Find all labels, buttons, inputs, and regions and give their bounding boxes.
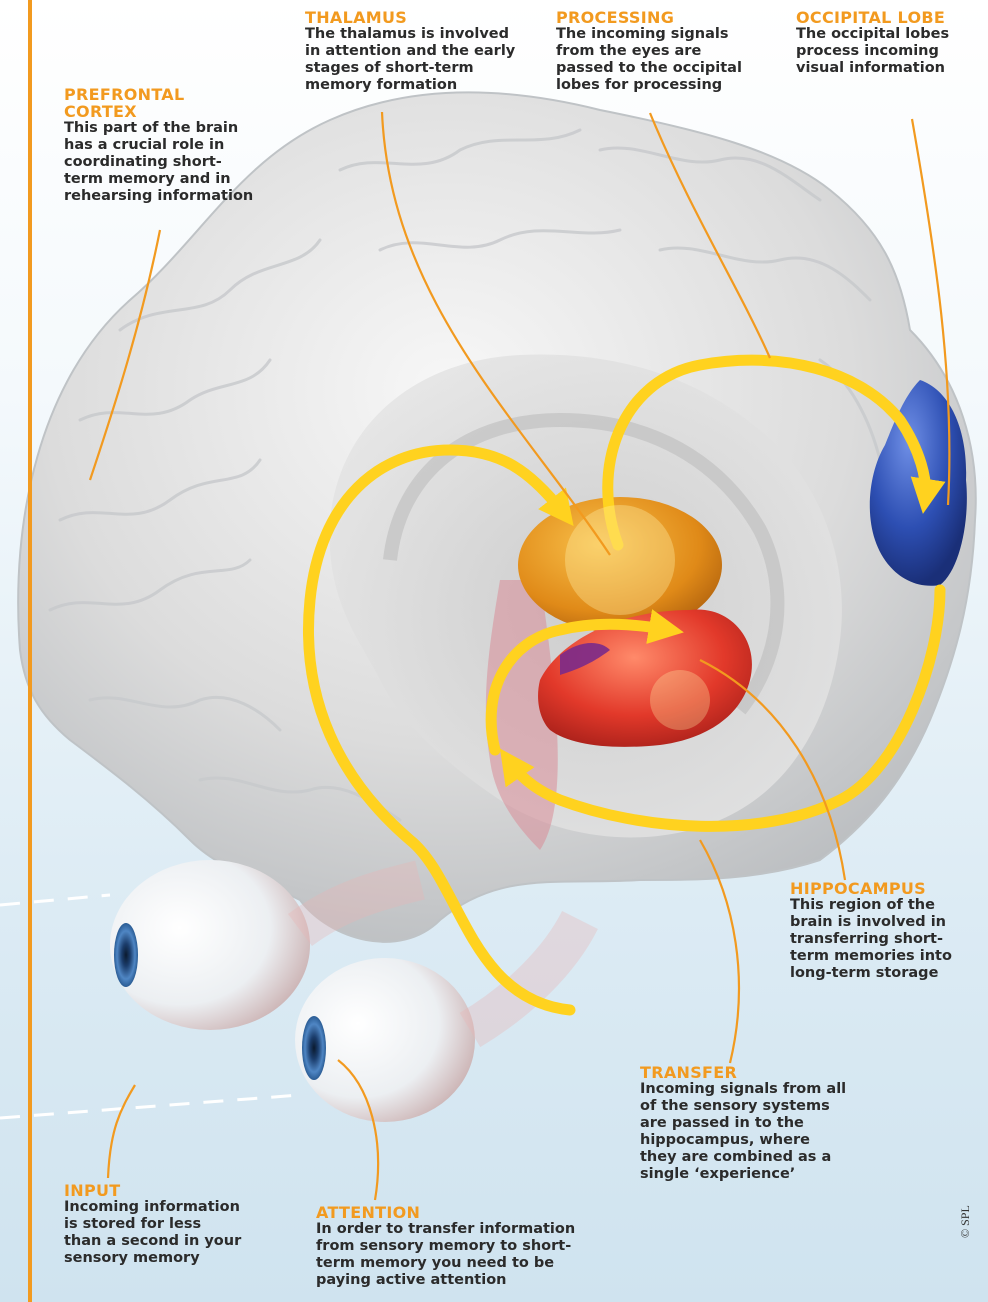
transfer-body: Incoming signals from all of the sensory… xyxy=(640,1081,870,1183)
thalamus-body: The thalamus is involved in attention an… xyxy=(305,26,535,94)
label-transfer: TRANSFER Incoming signals from all of th… xyxy=(640,1064,870,1183)
label-processing: PROCESSING The incoming signals from the… xyxy=(556,9,766,94)
brain-illustration xyxy=(18,93,976,942)
leader-input xyxy=(108,1085,135,1178)
label-attention: ATTENTION In order to transfer informati… xyxy=(316,1204,596,1289)
input-body: Incoming information is stored for less … xyxy=(64,1199,264,1267)
label-occipital-lobe: OCCIPITAL LOBE The occipital lobes proce… xyxy=(796,9,986,77)
processing-heading: PROCESSING xyxy=(556,9,766,26)
processing-body: The incoming signals from the eyes are p… xyxy=(556,26,766,94)
left-iris-icon xyxy=(114,923,138,987)
label-thalamus: THALAMUS The thalamus is involved in att… xyxy=(305,9,535,94)
hippocampus-body: This region of the brain is involved in … xyxy=(790,897,970,982)
label-hippocampus: HIPPOCAMPUS This region of the brain is … xyxy=(790,880,970,982)
prefrontal-cortex-body: This part of the brain has a crucial rol… xyxy=(64,120,274,205)
label-input: INPUT Incoming information is stored for… xyxy=(64,1182,264,1267)
attention-heading: ATTENTION xyxy=(316,1204,596,1221)
occipital-lobe-heading: OCCIPITAL LOBE xyxy=(796,9,986,26)
thalamus-heading: THALAMUS xyxy=(305,9,535,26)
transfer-heading: TRANSFER xyxy=(640,1064,870,1081)
photo-credit: © SPL xyxy=(958,1198,973,1238)
occipital-lobe-body: The occipital lobes process incoming vis… xyxy=(796,26,986,77)
left-eye xyxy=(110,860,310,1030)
right-iris-icon xyxy=(302,1016,326,1080)
hippocampus-heading: HIPPOCAMPUS xyxy=(790,880,970,897)
input-dashed-line-bottom xyxy=(0,1095,300,1118)
attention-body: In order to transfer information from se… xyxy=(316,1221,596,1289)
prefrontal-cortex-heading: PREFRONTAL CORTEX xyxy=(64,86,274,120)
label-prefrontal-cortex: PREFRONTAL CORTEX This part of the brain… xyxy=(64,86,274,205)
input-heading: INPUT xyxy=(64,1182,264,1199)
input-dashed-line-top xyxy=(0,895,110,905)
